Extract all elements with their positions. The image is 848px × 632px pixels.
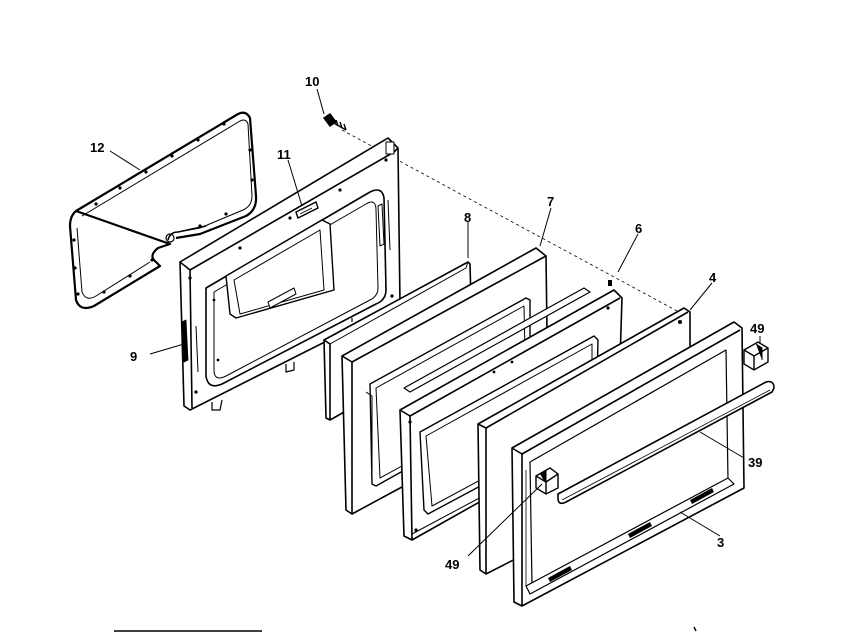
leader-lines	[109, 88, 761, 557]
callout-labels: 10 12 11 8 7 6 4 49 9 39 3 49	[90, 74, 764, 572]
part-9-inner-door-liner	[180, 138, 400, 410]
leader-6	[617, 233, 639, 273]
callout-10: 10	[305, 74, 319, 89]
leader-12	[109, 150, 141, 171]
leader-4	[689, 282, 713, 311]
part-49-end-cap-lower	[536, 468, 558, 494]
leader-10	[316, 88, 325, 115]
part-39-handle	[558, 382, 774, 504]
callout-11: 11	[277, 147, 291, 162]
callout-12: 12	[90, 140, 104, 155]
part-10-screw	[324, 114, 346, 130]
leader-3	[679, 511, 721, 537]
part-12-door-gasket	[70, 113, 256, 308]
callout-3: 3	[717, 535, 724, 550]
bottom-tick-mark	[693, 626, 697, 632]
callout-39: 39	[748, 455, 762, 470]
callout-6: 6	[635, 221, 642, 236]
part-11-bracket	[296, 202, 318, 218]
callout-7: 7	[547, 194, 554, 209]
callout-9: 9	[130, 349, 137, 364]
leader-39	[699, 431, 745, 459]
part-49-end-cap-upper	[744, 342, 768, 370]
leader-11	[287, 159, 303, 207]
callout-49-upper: 49	[750, 321, 764, 336]
leader-9	[149, 343, 185, 355]
callout-8: 8	[464, 210, 471, 225]
callout-4: 4	[709, 270, 717, 285]
leader-49-lower	[467, 483, 543, 557]
leader-7	[539, 207, 552, 247]
callout-49-lower: 49	[445, 557, 459, 572]
